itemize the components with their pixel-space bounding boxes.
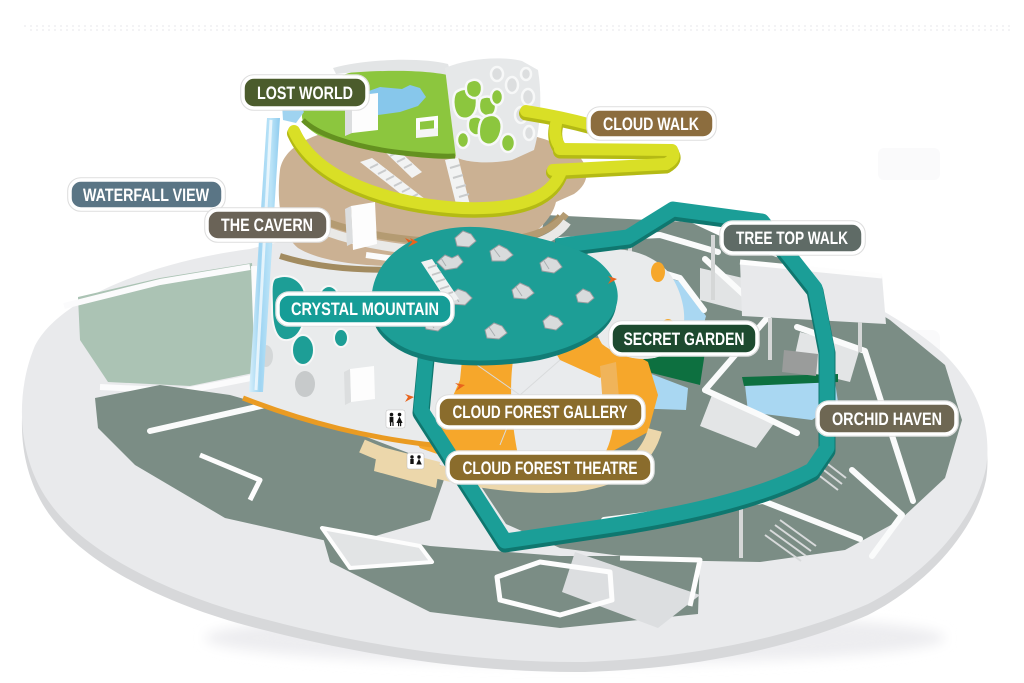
svg-text:LOST WORLD: LOST WORLD [257,83,353,103]
svg-text:TREE TOP WALK: TREE TOP WALK [736,228,848,248]
svg-text:ORCHID HAVEN: ORCHID HAVEN [832,409,942,429]
svg-text:CRYSTAL MOUNTAIN: CRYSTAL MOUNTAIN [291,299,439,319]
svg-text:THE CAVERN: THE CAVERN [221,215,313,235]
svg-text:CLOUD WALK: CLOUD WALK [603,114,699,134]
svg-text:WATERFALL VIEW: WATERFALL VIEW [83,185,209,205]
svg-text:SECRET GARDEN: SECRET GARDEN [624,329,745,349]
svg-text:CLOUD FOREST THEATRE: CLOUD FOREST THEATRE [463,458,638,478]
svg-text:CLOUD FOREST GALLERY: CLOUD FOREST GALLERY [453,402,628,422]
